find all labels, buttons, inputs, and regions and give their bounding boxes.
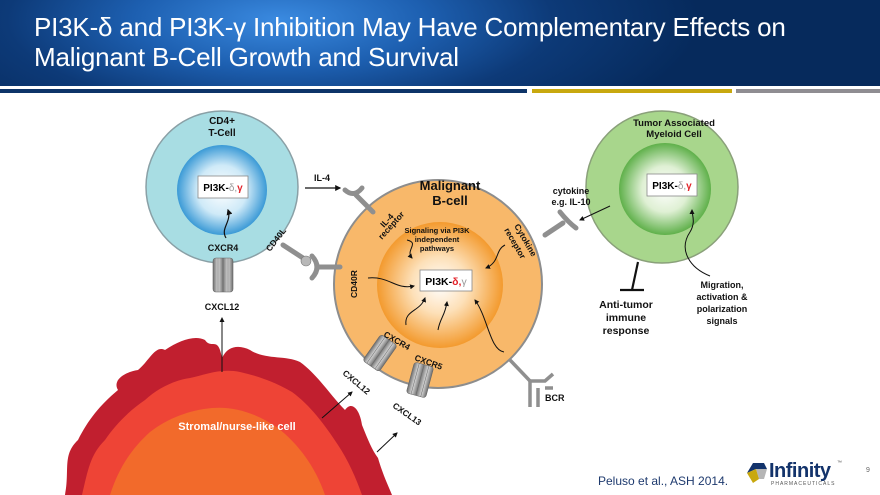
cxcr4-signal-arrow-b [405,297,427,326]
myeloid-cell: Tumor Associated Myeloid Cell PI3K-δ,γ c… [551,110,748,337]
pi3k-gamma: γ [686,181,692,192]
cytokine-label-line-2: e.g. IL-10 [551,197,590,207]
migration-signal-arrow [684,209,711,277]
il4-label: IL-4 [314,173,330,183]
bcr-receptor [508,358,555,407]
stromal-inner-layer [110,407,325,495]
bcr-signal-arrow [474,299,505,353]
infinity-logo: Infinity ™ PHARMACEUTICALS [744,460,854,490]
antitumor-line-3: response [603,325,650,337]
signals-line-2: activation & [696,292,748,302]
cxcl12-to-b-cell-arrow [321,391,353,419]
t-cell-name-line-2: T-Cell [208,128,235,139]
pi3k-gamma: γ [237,183,243,194]
cytokine-arrow [579,205,611,221]
antitumor-line-1: Anti-tumor [599,299,653,311]
signaling-arrow [406,239,413,259]
cd40l-head [300,255,312,267]
signaling-line-3: pathways [420,244,454,253]
il4-receptor [342,185,376,215]
slide-title-line-1: PI3K-δ and PI3K-γ Inhibition May Have Co… [34,12,786,42]
b-cell-pi3k-label: PI3K-δ,γ [425,276,467,288]
cd40r-receptor [309,253,343,281]
cytokine-signal-arrow [485,244,506,269]
cd40r-signal-arrow [367,277,415,290]
cd40l-stalk [280,242,306,261]
signals-line-1: Migration, [701,280,744,290]
myeloid-cell-name-line-2: Myeloid Cell [646,129,701,140]
b-cell-cxcr5-channel [406,362,434,398]
cxcr5-signal-arrow [437,301,449,331]
pi3k-prefix: PI3K- [203,183,229,194]
inhibition-line [630,261,640,291]
pi3k-prefix: PI3K- [652,181,678,192]
t-cell-pi3k-box [197,175,249,199]
stromal-cell: Stromal/nurse-like cell [65,338,392,495]
t-cell-cxcr4-channel [212,257,234,293]
myeloid-pi3k-label: PI3K-δ,γ [652,181,692,192]
t-cell: CD4+ T-Cell PI3K-δ,γ CXCR4 CXCL12 CD40L … [145,110,342,372]
cd40r-label: CD40R [349,270,359,298]
stromal-cell-label: Stromal/nurse-like cell [178,421,295,433]
t-cell-cxcl12-label: CXCL12 [205,302,240,312]
bcr-label: BCR [545,393,565,403]
b-cell-pi3k-box [419,269,473,292]
pi3k-prefix: PI3K- [425,276,452,288]
citation: Peluso et al., ASH 2014. [598,474,729,488]
myeloid-pi3k-box [646,173,698,197]
slide-title: PI3K-δ and PI3K-γ Inhibition May Have Co… [34,12,786,72]
stripe-gold [532,89,732,93]
t-cell-pi3k-label: PI3K-δ,γ [203,183,243,194]
b-cell-cxcr4-channel [363,335,397,371]
infinity-logo-mark-icon [747,463,767,483]
pi3k-delta: δ, [229,183,237,194]
cxcr4-signal-arrow [223,208,233,239]
b-cell-name-line-1: Malignant [420,178,481,193]
pi3k-delta: δ, [678,181,686,192]
cytokine-receptor [542,209,579,238]
signals-line-4: signals [706,316,737,326]
logo-subtitle: PHARMACEUTICALS [771,481,836,487]
pi3k-delta: δ, [452,276,461,288]
stripe-gray [736,89,880,93]
cxcl12-label: CXCL12 [341,368,373,397]
b-cell-name-line-2: B-cell [432,193,467,208]
signaling-line-2: independent [415,235,460,244]
page-number: 9 [866,467,870,474]
t-cell-name-line-1: CD4+ [209,116,235,127]
signals-line-3: polarization [697,304,748,314]
slide-title-line-2: Malignant B-Cell Growth and Survival [34,42,459,72]
title-banner: PI3K-δ and PI3K-γ Inhibition May Have Co… [0,0,880,86]
cxcl13-to-b-cell-arrow [376,432,398,453]
cytokine-label-line-1: cytokine [553,186,590,196]
myeloid-cell-name-line-1: Tumor Associated [633,118,715,129]
signaling-line-1: Signaling via PI3K [404,226,470,235]
pi3k-gamma: γ [461,276,467,288]
stripe-blue [0,89,527,93]
logo-trademark: ™ [837,460,842,466]
logo-name: Infinity [769,460,831,482]
antitumor-line-2: immune [606,312,646,324]
cxcl13-label: CXCL13 [391,400,424,427]
malignant-b-cell: Malignant B-cell IL-4 receptor CD40R Sig… [309,178,579,453]
t-cell-cxcr4-label: CXCR4 [208,243,239,253]
